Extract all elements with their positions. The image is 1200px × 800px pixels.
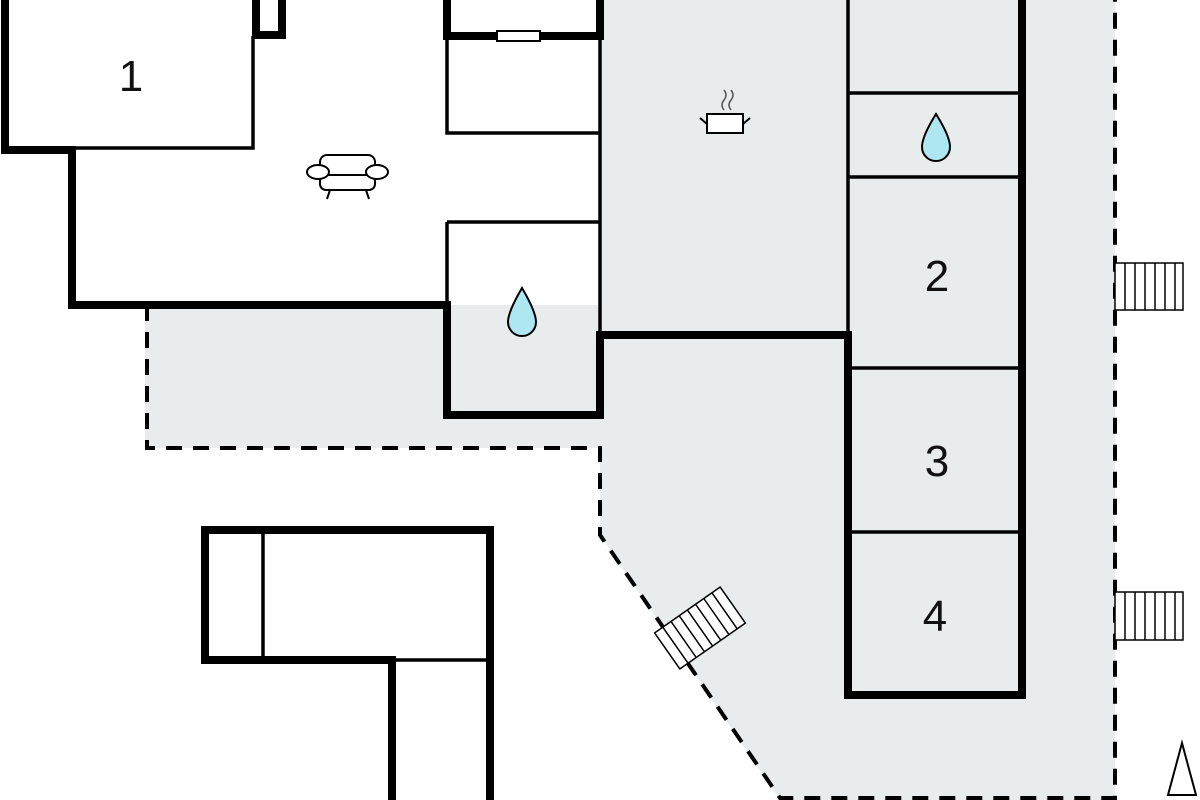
room-label-2: 2 (925, 252, 949, 301)
interior-walls (72, 0, 1022, 534)
stairs-icon (1114, 591, 1184, 641)
room-label-1: 1 (119, 52, 143, 101)
stairs-icon (653, 585, 747, 671)
room-label-4: 4 (923, 592, 947, 641)
window (496, 30, 541, 42)
water-drop-icon (506, 286, 538, 337)
stairs-icon (1114, 262, 1184, 311)
sofa-icon (306, 154, 389, 200)
water-drop-icon (920, 112, 952, 162)
terrace-boundary (145, 0, 1117, 800)
outbuilding (201, 526, 494, 800)
cooking-pot-icon (699, 89, 751, 134)
north-arrow-icon (1166, 739, 1198, 796)
main-building (1, 0, 1026, 699)
outbuilding-walls (261, 530, 490, 662)
wall-notch (252, 0, 286, 39)
room-label-3: 3 (925, 437, 949, 486)
terrace-area (145, 0, 1115, 800)
